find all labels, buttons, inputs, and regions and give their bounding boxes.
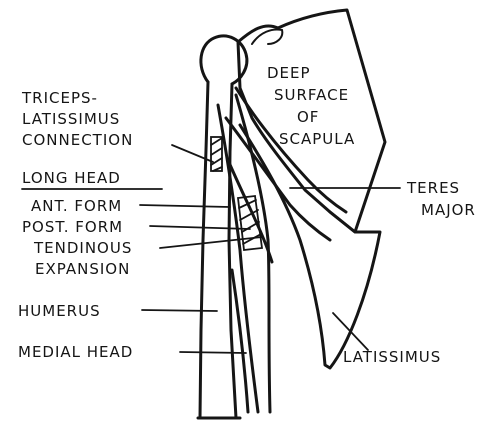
label-latissimus: LATISSIMUS bbox=[343, 348, 441, 366]
label-long-head: LONG HEAD bbox=[22, 169, 121, 187]
teres-major-upper bbox=[236, 88, 346, 212]
label-teres-line2: MAJOR bbox=[421, 201, 476, 219]
leader-post-form bbox=[150, 226, 250, 229]
label-humerus: HUMERUS bbox=[18, 302, 101, 320]
label-ant-form: ANT. FORM bbox=[31, 197, 122, 215]
coracoid-process bbox=[252, 30, 282, 44]
leader-latissimus bbox=[333, 313, 368, 350]
hatch-triceps-latissimus bbox=[211, 137, 222, 171]
label-triceps-line3: CONNECTION bbox=[22, 131, 133, 149]
leader-ant-form bbox=[140, 205, 230, 207]
label-deep-line4: SCAPULA bbox=[279, 130, 355, 148]
label-tendinous-line2: EXPANSION bbox=[35, 260, 130, 278]
hatch-tendinous-expansion bbox=[238, 196, 262, 250]
humerus-shaft-right bbox=[229, 84, 236, 418]
label-teres-line1: TERES bbox=[406, 179, 460, 197]
leader-medial-head bbox=[180, 352, 246, 353]
label-deep-line3: OF bbox=[297, 108, 319, 126]
label-post-form: POST. FORM bbox=[22, 218, 123, 236]
label-medial-head: MEDIAL HEAD bbox=[18, 343, 133, 361]
label-triceps-line1: TRICEPS- bbox=[21, 89, 98, 107]
label-tendinous-line1: TENDINOUS bbox=[33, 239, 132, 257]
humerus-shaft-left bbox=[200, 82, 208, 418]
leader-humerus bbox=[142, 310, 217, 311]
label-deep-line1: DEEP bbox=[267, 64, 311, 82]
label-triceps-line2: LATISSIMUS bbox=[22, 110, 120, 128]
label-deep-line2: SURFACE bbox=[274, 86, 349, 104]
